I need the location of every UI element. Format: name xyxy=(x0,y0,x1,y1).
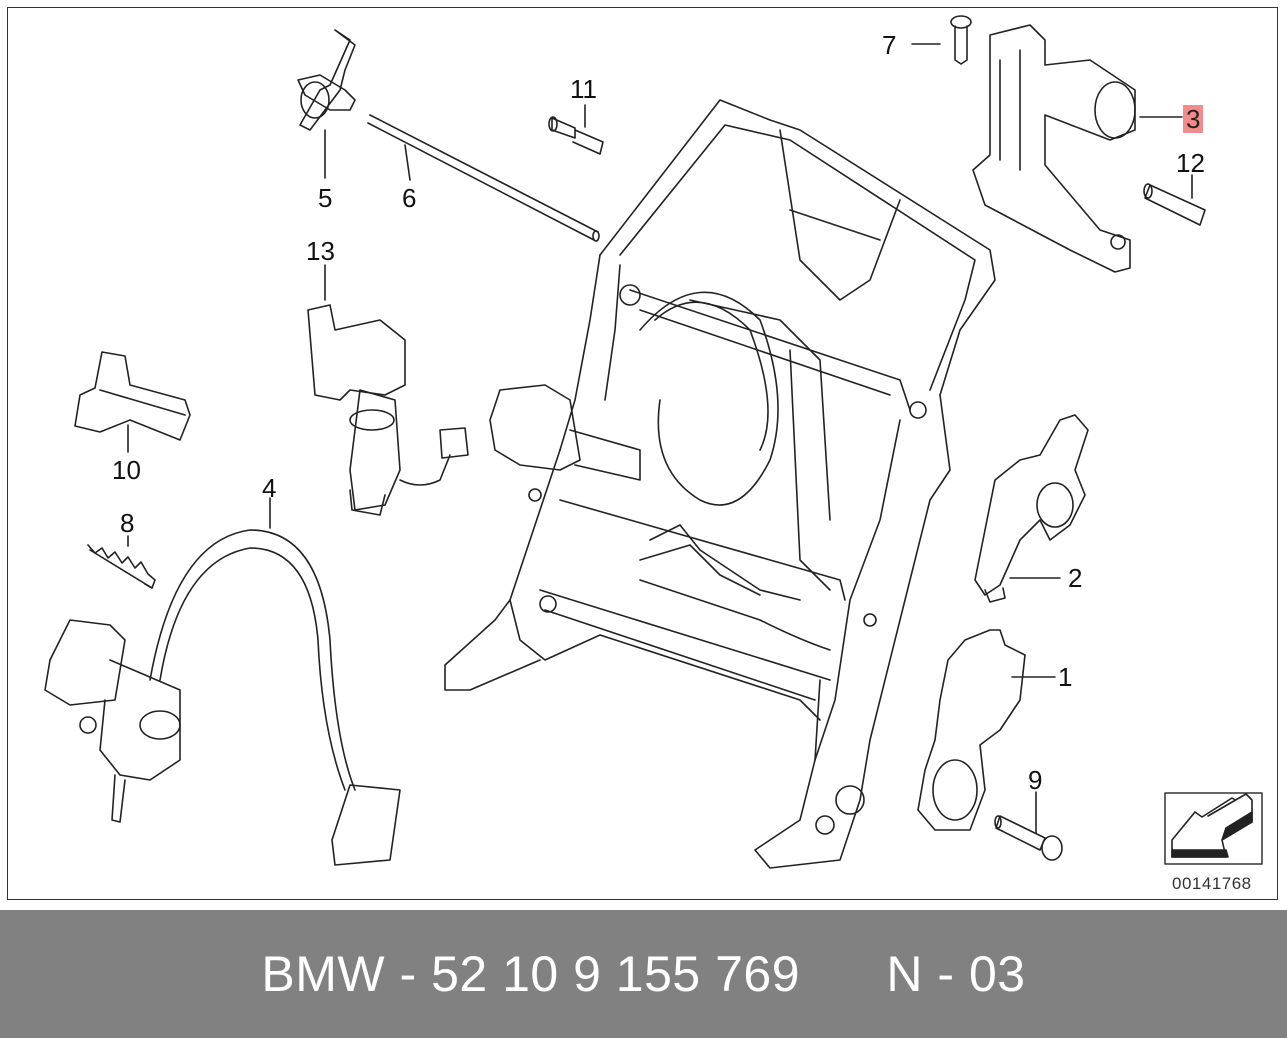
callout-6: 6 xyxy=(402,183,417,213)
part-4-cable xyxy=(44,497,401,866)
parts-diagram-drawing xyxy=(44,15,1263,869)
callout-5: 5 xyxy=(318,183,333,213)
callout-11: 11 xyxy=(570,74,597,104)
diagram-reference-number: 00141768 xyxy=(1172,874,1252,893)
view-direction-arrow-icon xyxy=(1164,792,1263,865)
part-number-caption: BMW - 52 10 9 155 769 N - 03 xyxy=(0,910,1287,1038)
code-prefix: N xyxy=(886,946,923,1002)
separator: - xyxy=(399,946,417,1002)
parts-diagram-panel xyxy=(7,7,1278,900)
callout-12: 12 xyxy=(1176,148,1205,178)
part-10-bracket xyxy=(74,351,191,453)
footer-bar: BMW - 52 10 9 155 769 N - 03 xyxy=(0,910,1287,1038)
part-11-bolt xyxy=(548,104,604,155)
callout-13: 13 xyxy=(306,236,335,266)
part-12-pin xyxy=(1143,174,1206,226)
callout-7: 7 xyxy=(882,30,897,60)
seat-backrest-frame xyxy=(444,99,996,869)
callout-10: 10 xyxy=(112,455,141,485)
part-2-motor xyxy=(974,414,1089,603)
part-7-screw xyxy=(911,15,972,65)
part-3-seat-motor xyxy=(972,24,1183,273)
part-5-lever xyxy=(297,29,356,179)
part-6-rod xyxy=(367,114,600,242)
callout-9: 9 xyxy=(1028,765,1043,795)
part-number: 52 10 9 155 769 xyxy=(431,946,801,1002)
part-1-motor xyxy=(917,629,1056,831)
callout-3-highlighted: 3 xyxy=(1183,105,1204,133)
callout-4: 4 xyxy=(262,473,277,503)
part-13-actuator xyxy=(307,264,469,516)
callout-8: 8 xyxy=(120,508,135,538)
part-9-bolt xyxy=(994,791,1063,861)
code-suffix: 03 xyxy=(968,946,1026,1002)
part-8-spring xyxy=(87,535,156,589)
brand-name: BMW xyxy=(261,946,386,1002)
callout-1: 1 xyxy=(1058,662,1073,692)
separator: - xyxy=(937,946,955,1002)
callout-2: 2 xyxy=(1068,563,1083,593)
